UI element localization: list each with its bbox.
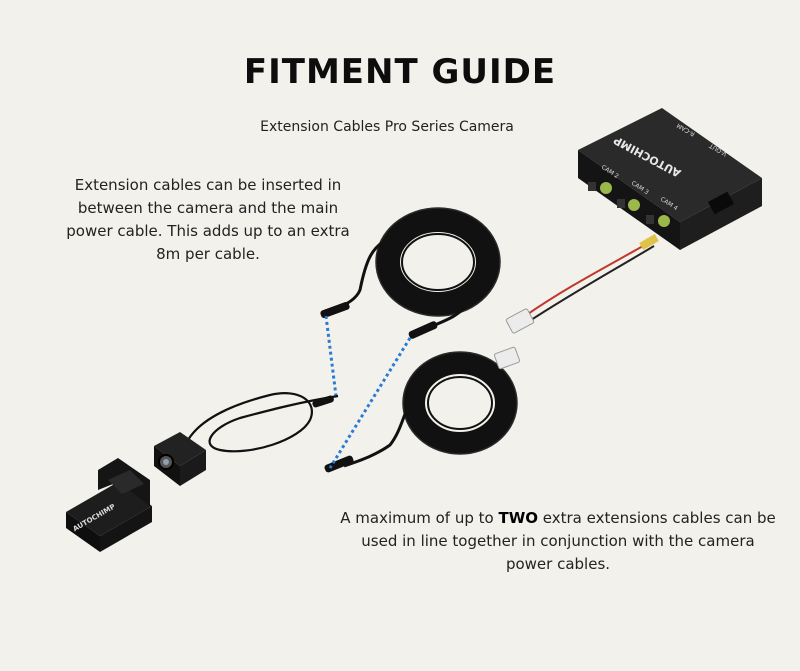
camera-icon — [154, 432, 206, 486]
connector-icon — [505, 308, 535, 334]
connector-icon — [493, 346, 521, 370]
note-maximum-cables: A maximum of up to TWO extra extensions … — [340, 507, 776, 576]
power-lead — [505, 234, 659, 334]
mount-bracket-icon: AUTOCHIMP — [66, 458, 152, 552]
cable-coil-icon — [320, 207, 501, 339]
camera-cable — [187, 392, 339, 453]
dotted-connection-lines — [324, 315, 412, 469]
hub-box-icon: AUTOCHIMP CAM 2 CAM 3 CAM 4 V-OUT R-CAM — [578, 108, 762, 250]
note-max-after: extra extensions cables can be used in l… — [361, 509, 776, 573]
note-max-before: A maximum of up to — [340, 509, 499, 527]
note-max-bold: TWO — [498, 509, 539, 527]
page-title: FITMENT GUIDE — [243, 52, 557, 92]
cable-coil-icon — [324, 346, 521, 473]
page-subtitle: Extension Cables Pro Series Camera — [260, 119, 514, 135]
note-extension-cables: Extension cables can be inserted in betw… — [66, 176, 350, 263]
